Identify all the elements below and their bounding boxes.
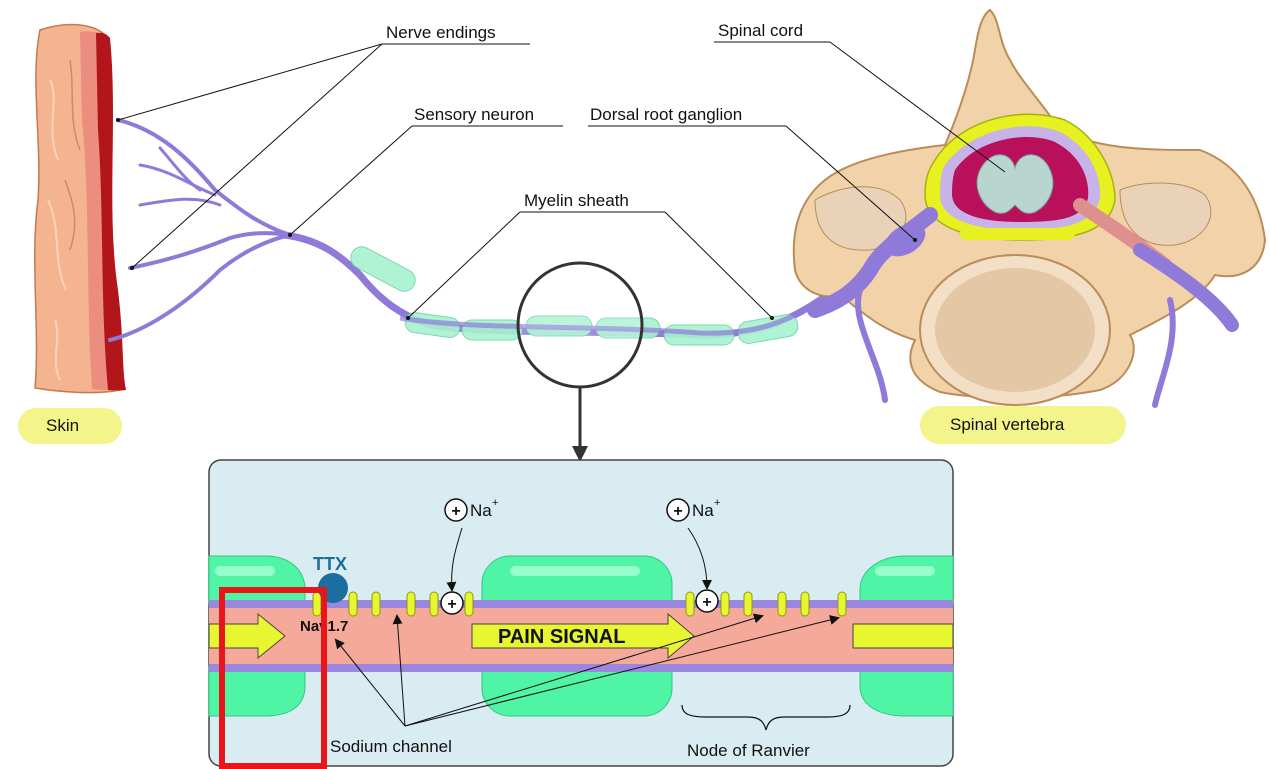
vertebra-illustration: [794, 10, 1265, 405]
label-spinal-vertebra: Spinal vertebra: [950, 415, 1065, 434]
label-pain-signal: PAIN SIGNAL: [498, 626, 625, 648]
na-charge-right: +: [673, 503, 682, 520]
spinal-vertebra-pill: Spinal vertebra: [920, 406, 1126, 444]
label-node-of-ranvier: Node of Ranvier: [687, 741, 810, 760]
na-charge-in-left: +: [447, 596, 456, 613]
label-myelin-sheath: Myelin sheath: [524, 191, 629, 210]
na-charge-left: +: [451, 503, 460, 520]
label-sensory-neuron: Sensory neuron: [414, 105, 534, 124]
label-ttx: TTX: [313, 554, 347, 574]
skin-pill: Skin: [18, 408, 122, 444]
label-na-left: Na: [470, 501, 492, 520]
na-sup-right: +: [714, 497, 720, 509]
label-na-right: Na: [692, 501, 714, 520]
na-sup-left: +: [492, 497, 498, 509]
na-charge-in-right: +: [702, 594, 711, 611]
label-sodium-channel: Sodium channel: [330, 737, 452, 756]
label-nerve-endings: Nerve endings: [386, 23, 496, 42]
label-spinal-cord: Spinal cord: [718, 21, 803, 40]
magnifier-circle: [518, 263, 642, 462]
label-skin: Skin: [46, 416, 79, 435]
label-dorsal-root-ganglion: Dorsal root ganglion: [590, 105, 742, 124]
leader-dots: [116, 118, 917, 320]
nerve-endings-branches: [110, 120, 290, 340]
